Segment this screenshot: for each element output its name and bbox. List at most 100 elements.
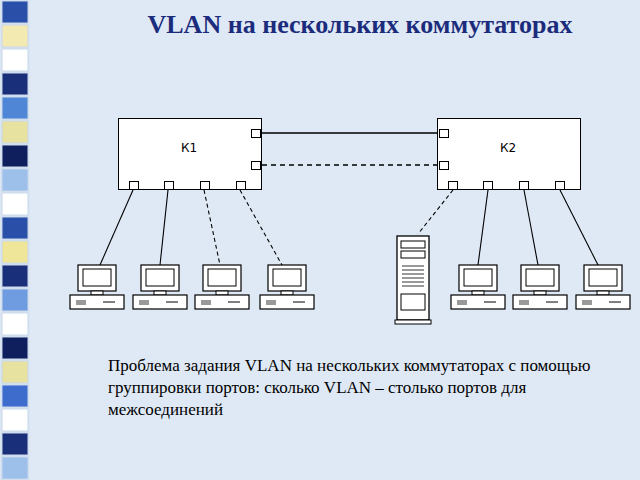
drive-slot bbox=[293, 302, 305, 303]
trunk-link bbox=[262, 164, 437, 165]
switch-box: К1 bbox=[118, 118, 262, 190]
monitor bbox=[268, 265, 306, 291]
stripe-square bbox=[2, 289, 28, 311]
stripe-square bbox=[2, 49, 28, 71]
monitor bbox=[141, 265, 179, 291]
vent bbox=[83, 300, 84, 305]
access-wire bbox=[100, 190, 133, 265]
vent bbox=[269, 300, 270, 305]
server-panel bbox=[401, 294, 425, 310]
vent bbox=[464, 300, 465, 305]
switch-port bbox=[448, 181, 458, 190]
vent bbox=[458, 300, 459, 305]
server-slot bbox=[402, 286, 424, 287]
server-slot bbox=[402, 278, 424, 279]
vent bbox=[267, 300, 268, 305]
system-unit bbox=[451, 295, 505, 309]
vent bbox=[81, 300, 82, 305]
workstation bbox=[195, 265, 249, 309]
server-case bbox=[397, 236, 429, 320]
server-slot bbox=[402, 282, 424, 283]
screen bbox=[526, 269, 554, 286]
screen bbox=[83, 269, 111, 286]
system-unit bbox=[513, 295, 567, 309]
vent bbox=[204, 300, 205, 305]
switch-port bbox=[555, 181, 565, 190]
vent bbox=[460, 300, 461, 305]
monitor bbox=[203, 265, 241, 291]
workstation bbox=[576, 265, 630, 309]
server-bay bbox=[401, 241, 425, 248]
stripe-square bbox=[2, 73, 28, 95]
vent bbox=[522, 300, 523, 305]
screen bbox=[208, 269, 236, 286]
stripe-square bbox=[2, 361, 28, 383]
vent bbox=[589, 300, 590, 305]
monitor-stand bbox=[281, 291, 293, 295]
slide-title: VLAN на нескольких коммутаторах bbox=[80, 10, 640, 40]
vent bbox=[271, 300, 272, 305]
workstation bbox=[260, 265, 314, 309]
vent bbox=[79, 300, 80, 305]
vent bbox=[466, 300, 467, 305]
access-wire bbox=[240, 190, 282, 265]
monitor bbox=[78, 265, 116, 291]
vent bbox=[587, 300, 588, 305]
access-wire bbox=[418, 190, 453, 234]
vent bbox=[526, 300, 527, 305]
vent bbox=[144, 300, 145, 305]
vent bbox=[524, 300, 525, 305]
access-wire bbox=[204, 190, 220, 265]
stripe-square bbox=[2, 145, 28, 167]
vent bbox=[77, 300, 78, 305]
access-wire bbox=[160, 190, 168, 265]
workstation bbox=[451, 265, 505, 309]
stripe-square bbox=[2, 265, 28, 287]
switch-port bbox=[129, 181, 139, 190]
workstation bbox=[513, 265, 567, 309]
drive-slot bbox=[609, 302, 621, 303]
stripe-square bbox=[2, 193, 28, 215]
vent bbox=[583, 300, 584, 305]
screen bbox=[146, 269, 174, 286]
vent bbox=[585, 300, 586, 305]
drive-slot bbox=[484, 302, 496, 303]
switch-port bbox=[519, 181, 529, 190]
vent bbox=[142, 300, 143, 305]
stripe-ground bbox=[0, 0, 30, 480]
stripe-square bbox=[2, 457, 28, 479]
access-wire bbox=[524, 190, 538, 265]
switch-port bbox=[439, 161, 449, 170]
vent bbox=[528, 300, 529, 305]
stripe-square bbox=[2, 121, 28, 143]
vent bbox=[520, 300, 521, 305]
vent bbox=[275, 300, 276, 305]
switch-port bbox=[251, 161, 261, 170]
switch-box: К2 bbox=[437, 118, 581, 190]
switch-port bbox=[236, 181, 246, 190]
stripe-square bbox=[2, 169, 28, 191]
vent bbox=[202, 300, 203, 305]
monitor-stand bbox=[534, 291, 546, 295]
system-unit bbox=[70, 295, 124, 309]
stripe-square bbox=[2, 409, 28, 431]
monitor-stand bbox=[154, 291, 166, 295]
vent bbox=[148, 300, 149, 305]
drive-slot bbox=[103, 302, 115, 303]
monitor-stand bbox=[597, 291, 609, 295]
stripe-square bbox=[2, 433, 28, 455]
monitor bbox=[521, 265, 559, 291]
stripe-square bbox=[2, 241, 28, 263]
vent bbox=[462, 300, 463, 305]
vent bbox=[591, 300, 592, 305]
monitor-stand bbox=[216, 291, 228, 295]
vent bbox=[146, 300, 147, 305]
workstation bbox=[133, 265, 187, 309]
switch-port bbox=[251, 129, 261, 138]
stripe-square bbox=[2, 217, 28, 239]
screen bbox=[464, 269, 492, 286]
vent bbox=[210, 300, 211, 305]
switch-port bbox=[200, 181, 210, 190]
